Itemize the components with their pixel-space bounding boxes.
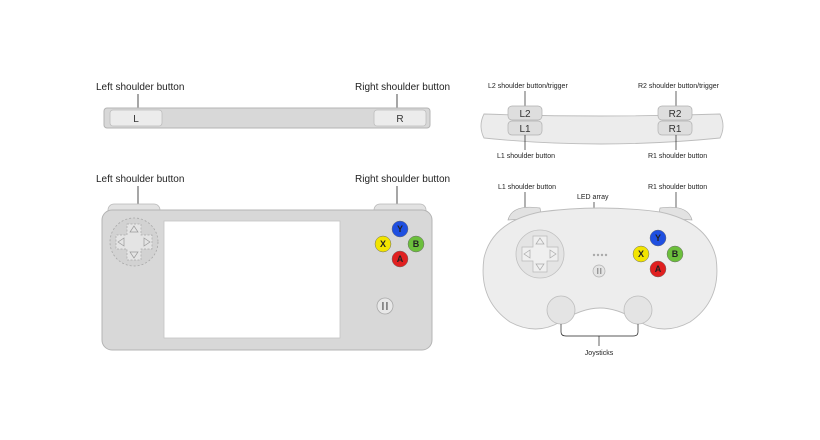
dpad-icon[interactable] [109, 217, 159, 267]
x-button-label: X [380, 239, 386, 249]
pause-icon-2[interactable] [592, 264, 606, 278]
b-button-2[interactable] [666, 245, 684, 263]
r2-key: R2 [669, 109, 682, 120]
face-buttons-right: Y X B A [632, 229, 684, 278]
left-shoulder-label-2: Left shoulder button [96, 174, 184, 185]
b-button-label: B [413, 239, 420, 249]
y-button-label: Y [397, 224, 403, 234]
b-button[interactable] [407, 235, 425, 253]
controller-top-edge [103, 107, 431, 129]
right-shoulder-button[interactable] [373, 109, 427, 127]
r1-key: R1 [669, 124, 682, 135]
r2-button[interactable] [657, 105, 693, 121]
left-shoulder-key: L [133, 114, 139, 125]
left-shoulder-button[interactable] [109, 109, 163, 127]
l1-label: L1 shoulder button [497, 153, 555, 160]
led-array [592, 253, 608, 257]
l1-label-2: L1 shoulder button [498, 184, 556, 191]
y-button[interactable] [391, 220, 409, 238]
tablet-screen [163, 220, 341, 339]
right-shoulder-key: R [396, 114, 403, 125]
right-shoulder-label-2: Right shoulder button [355, 174, 450, 185]
top-right-controller: L2 shoulder button/trigger R2 shoulder b… [480, 83, 724, 160]
bottom-left-controller: Left shoulder button Right shoulder butt… [96, 174, 450, 351]
dpad-icon-2[interactable] [515, 229, 565, 279]
left-joystick[interactable] [546, 295, 576, 325]
l2-button[interactable] [507, 105, 543, 121]
x-button-2[interactable] [632, 245, 650, 263]
right-joystick[interactable] [623, 295, 653, 325]
r1-button[interactable] [657, 120, 693, 136]
left-shoulder-label: Left shoulder button [96, 82, 184, 93]
a-button-label-2: A [655, 264, 662, 274]
y-button-label-2: Y [655, 233, 661, 243]
joysticks-label: Joysticks [585, 350, 614, 357]
x-button-label-2: X [638, 249, 644, 259]
joysticks-bracket [560, 324, 639, 337]
a-button-label: A [397, 254, 404, 264]
r2-label: R2 shoulder button/trigger [638, 83, 720, 90]
l2-key: L2 [519, 109, 531, 120]
r1-label-2: R1 shoulder button [648, 184, 707, 191]
l1-key: L1 [519, 124, 531, 135]
y-button-2[interactable] [649, 229, 667, 247]
b-button-label-2: B [672, 249, 679, 259]
a-button[interactable] [391, 250, 409, 268]
r1-label: R1 shoulder button [648, 153, 707, 160]
face-buttons-left: Y X B A [374, 220, 425, 268]
bottom-right-controller: L1 shoulder button R1 shoulder button LE… [482, 184, 718, 357]
pause-icon[interactable] [376, 297, 394, 315]
a-button-2[interactable] [649, 260, 667, 278]
top-left-controller: Left shoulder button Right shoulder butt… [96, 82, 450, 129]
led-label: LED array [577, 194, 609, 201]
l2-label: L2 shoulder button/trigger [488, 83, 568, 90]
x-button[interactable] [374, 235, 392, 253]
right-shoulder-label: Right shoulder button [355, 82, 450, 93]
